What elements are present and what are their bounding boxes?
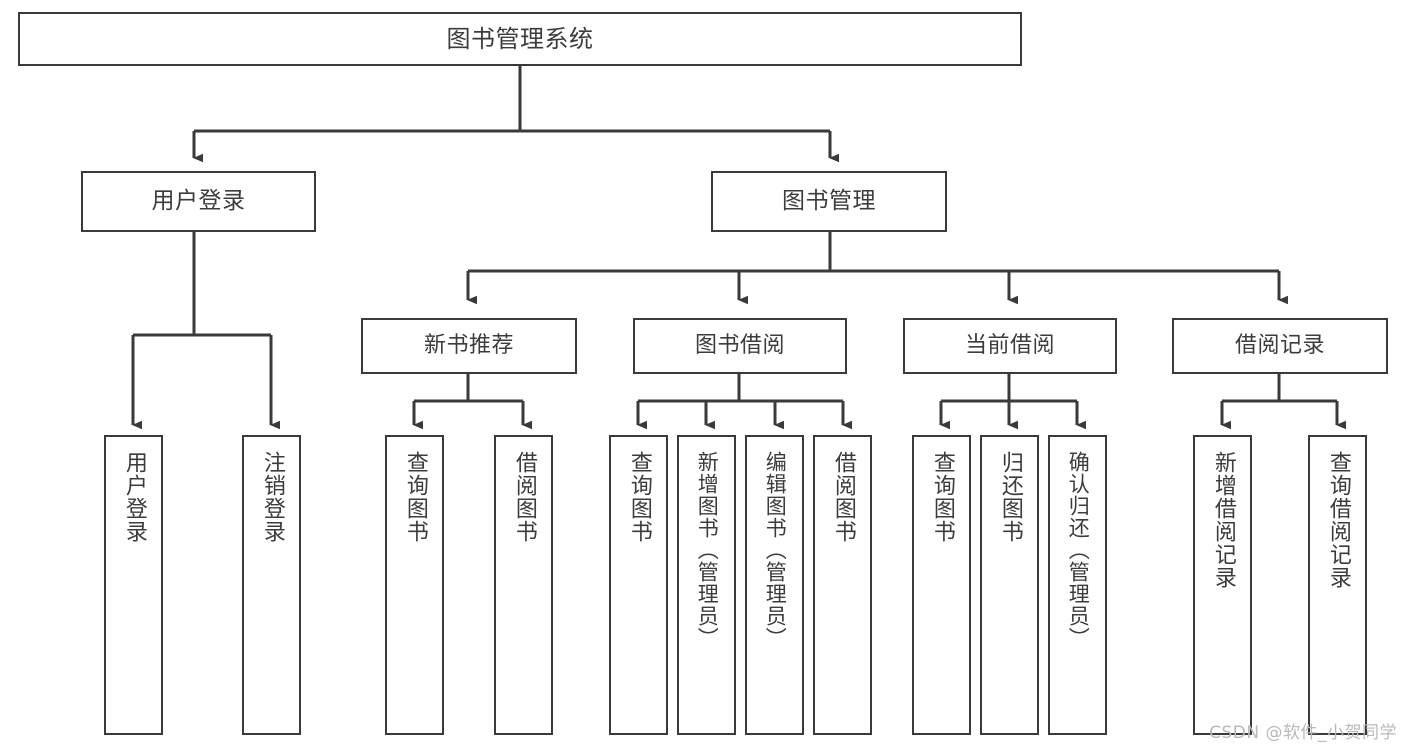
node-label: 借阅记录: [1234, 333, 1325, 359]
leaf-user-login[interactable]: 用户登录: [104, 435, 163, 735]
leaf-query-book-recommend[interactable]: 查询图书: [385, 435, 444, 735]
node-label: 用户登录: [151, 187, 246, 214]
leaf-add-borrow-record[interactable]: 新增借阅记录: [1193, 435, 1252, 735]
node-current-borrow[interactable]: 当前借阅: [903, 318, 1117, 374]
node-label: 图书管理系统: [446, 24, 594, 53]
node-label: 编辑图书（管理员）: [763, 451, 788, 649]
leaf-borrow-book[interactable]: 借阅图书: [813, 435, 872, 735]
node-label: 归还图书: [997, 451, 1023, 543]
node-user-login[interactable]: 用户登录: [81, 171, 316, 232]
node-label: 当前借阅: [964, 333, 1055, 359]
leaf-confirm-return-admin[interactable]: 确认归还（管理员）: [1048, 435, 1107, 735]
node-label: 图书管理: [782, 187, 876, 214]
node-label: 确认归还（管理员）: [1066, 451, 1091, 649]
node-label: 新增图书（管理员）: [695, 451, 720, 649]
leaf-query-borrow-record[interactable]: 查询借阅记录: [1308, 435, 1367, 735]
node-book-management[interactable]: 图书管理: [711, 171, 947, 232]
node-label: 借阅图书: [830, 451, 856, 543]
node-label: 注销登录: [259, 451, 285, 543]
leaf-borrow-book-recommend[interactable]: 借阅图书: [494, 435, 553, 735]
node-root-system[interactable]: 图书管理系统: [18, 12, 1022, 66]
leaf-return-book[interactable]: 归还图书: [980, 435, 1039, 735]
node-label: 新书推荐: [423, 333, 514, 359]
leaf-query-book-current[interactable]: 查询图书: [912, 435, 971, 735]
leaf-logout[interactable]: 注销登录: [242, 435, 301, 735]
node-label: 借阅图书: [511, 451, 537, 543]
leaf-edit-book-admin[interactable]: 编辑图书（管理员）: [745, 435, 804, 735]
csdn-watermark: CSDN @软件_小贺同学: [1209, 723, 1397, 743]
node-label: 新增借阅记录: [1210, 451, 1236, 589]
leaf-query-book-borrow[interactable]: 查询图书: [609, 435, 668, 735]
node-label: 用户登录: [121, 451, 147, 543]
node-label: 图书借阅: [694, 333, 785, 359]
node-label: 查询借阅记录: [1325, 451, 1351, 589]
node-label: 查询图书: [929, 451, 955, 543]
node-book-borrow[interactable]: 图书借阅: [633, 318, 847, 374]
leaf-add-book-admin[interactable]: 新增图书（管理员）: [677, 435, 736, 735]
node-label: 查询图书: [626, 451, 652, 543]
node-borrow-record[interactable]: 借阅记录: [1172, 318, 1388, 374]
node-new-book-recommend[interactable]: 新书推荐: [361, 318, 577, 374]
node-label: 查询图书: [402, 451, 428, 543]
